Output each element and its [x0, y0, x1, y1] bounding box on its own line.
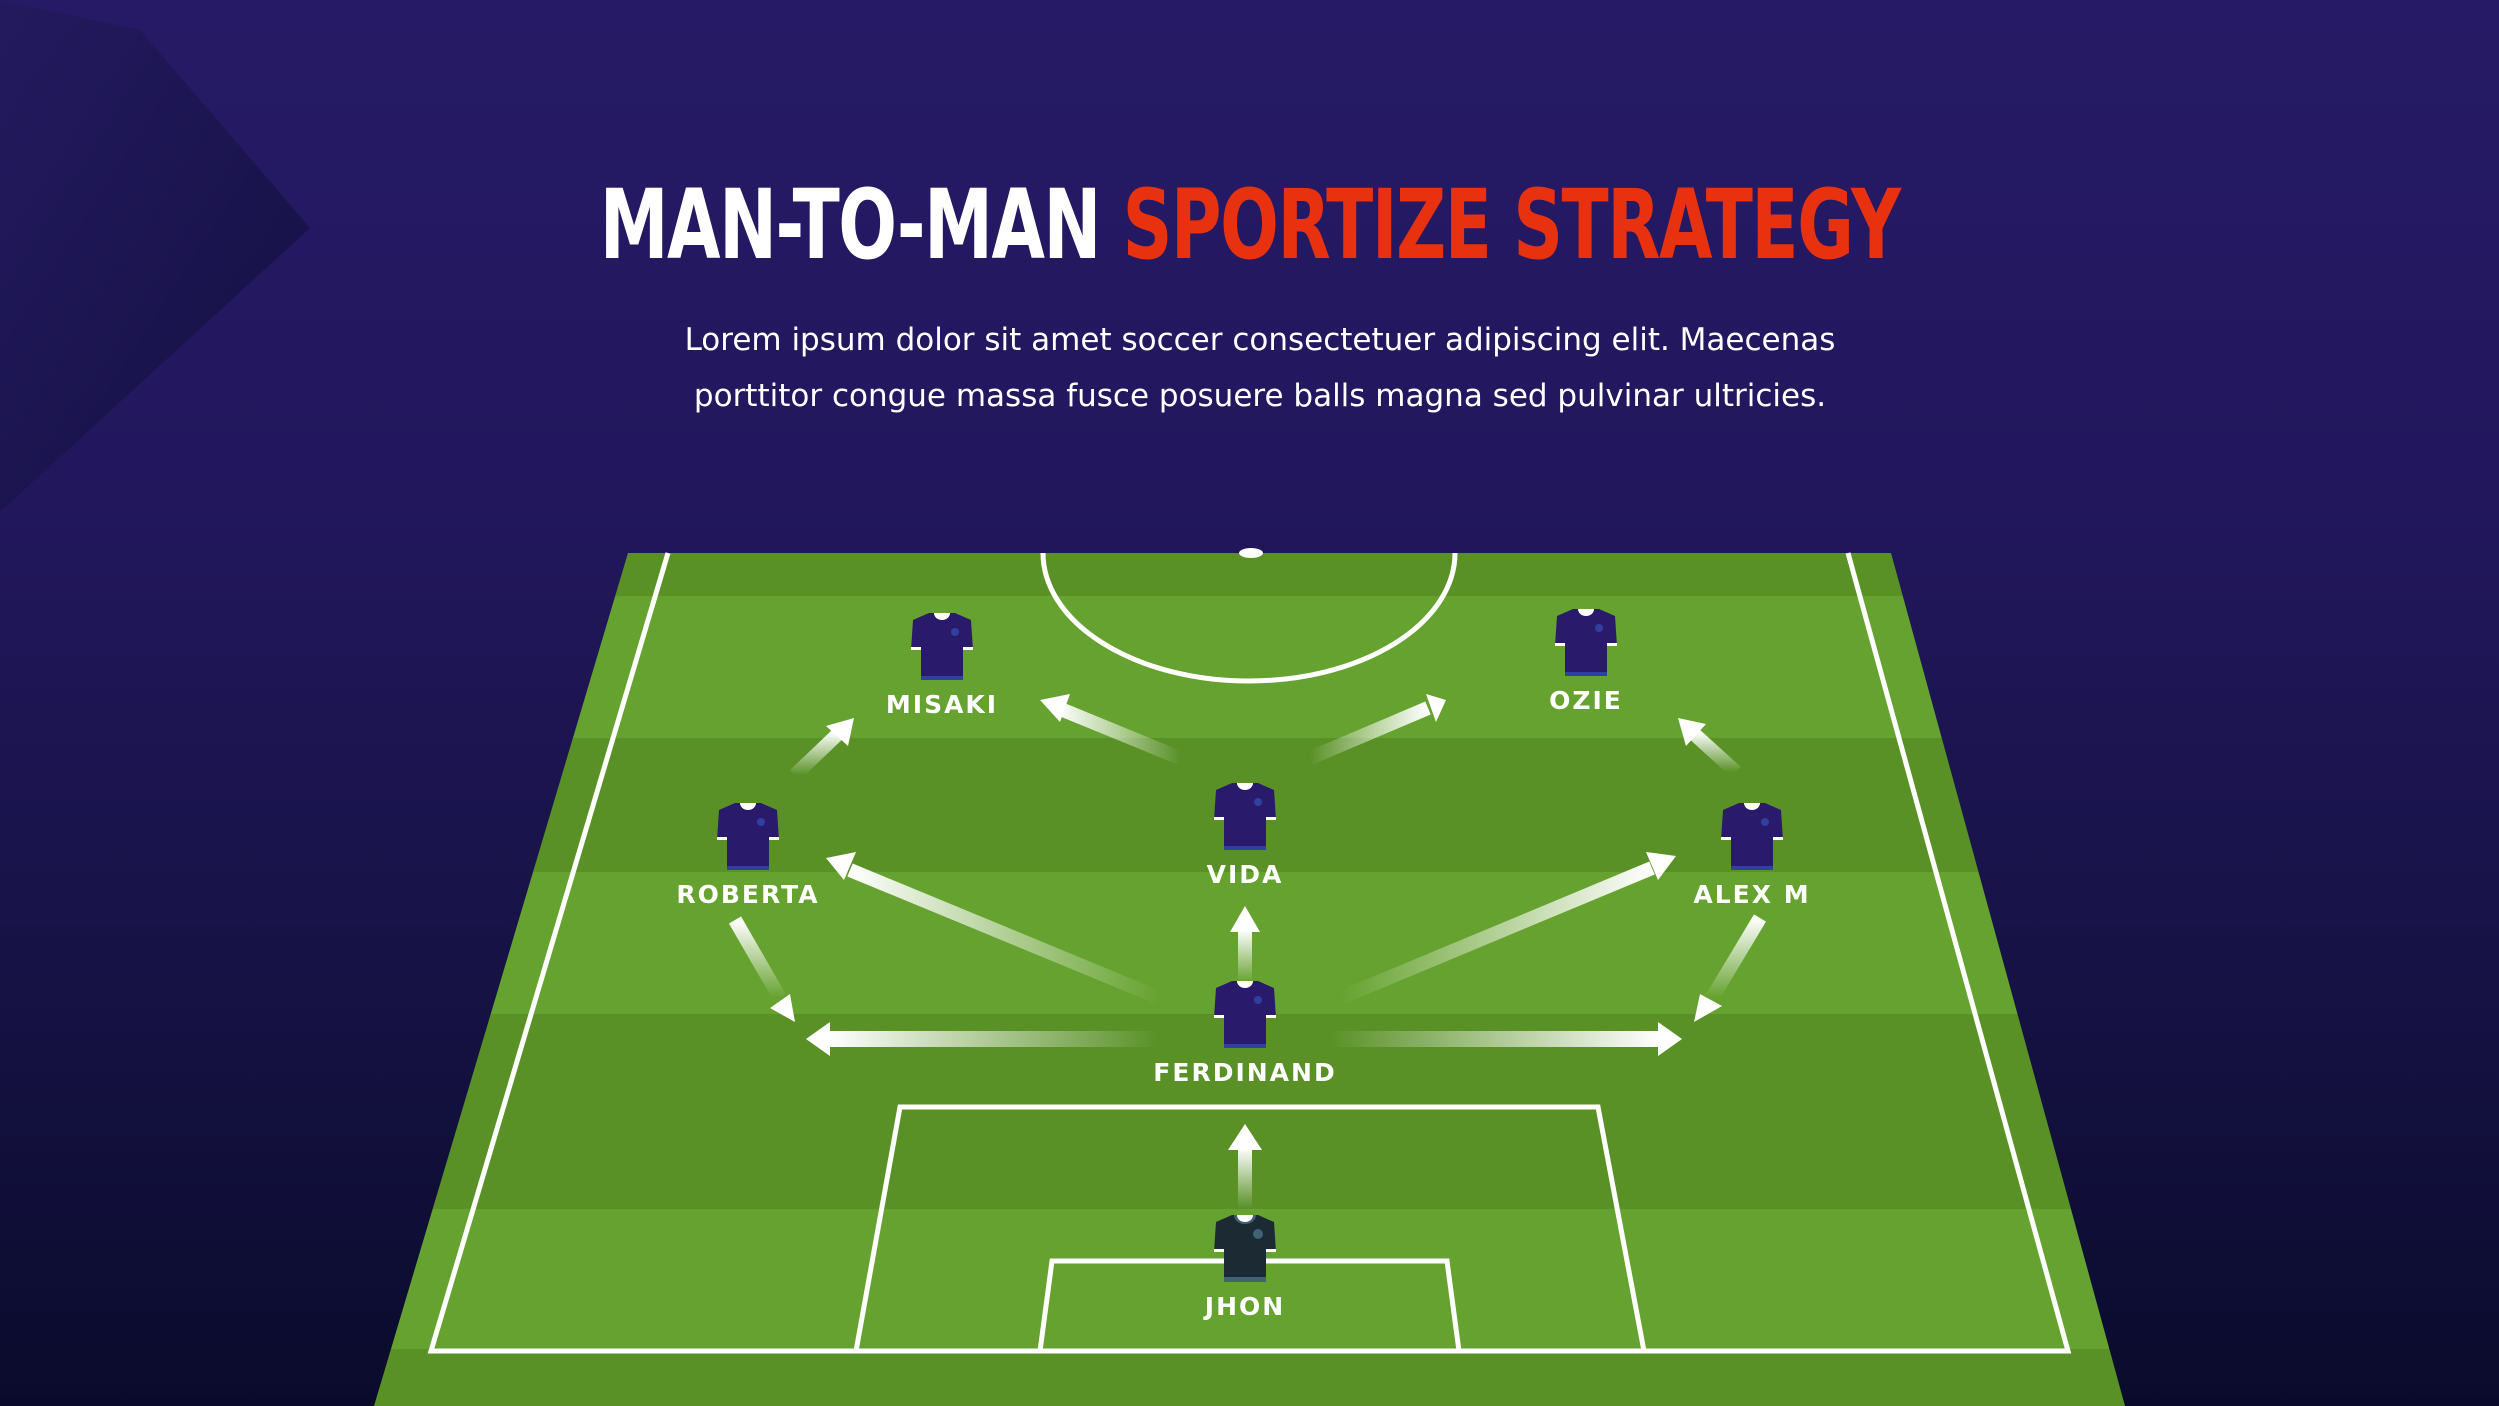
- jersey-icon: [911, 613, 973, 680]
- arrow-alex-ozie: [1678, 718, 1741, 778]
- arrow-jhon-ferdinand: [1228, 1124, 1262, 1208]
- title-part-2: SPORTIZE STRATEGY: [1122, 169, 1901, 281]
- page-title: MAN-TO-MAN SPORTIZE STRATEGY: [350, 168, 2149, 283]
- arrow-alex-down: [1694, 914, 1767, 1022]
- player-jhon-goalkeeper[interactable]: JHON: [1145, 1212, 1345, 1321]
- player-name: JHON: [1204, 1292, 1286, 1321]
- arrow-ferdinand-left: [806, 1022, 1158, 1056]
- arrow-roberta-down: [728, 916, 795, 1022]
- movement-arrows: [728, 694, 1767, 1208]
- player-alex-m[interactable]: ALEX M: [1652, 800, 1852, 909]
- jersey-icon: [1214, 981, 1276, 1048]
- jersey-icon: [1555, 609, 1617, 676]
- title-part-1: MAN-TO-MAN: [599, 169, 1102, 281]
- arrow-vida-ozie: [1307, 694, 1446, 765]
- jersey-icon: [1214, 783, 1276, 850]
- page-subtitle: Lorem ipsum dolor sit amet soccer consec…: [650, 312, 1870, 424]
- arrow-ferdinand-right: [1330, 1022, 1682, 1056]
- arrow-ferdinand-alex: [1337, 852, 1676, 1005]
- subtitle-line-2: porttitor congue massa fusce posuere bal…: [693, 378, 1827, 414]
- jersey-icon: [717, 803, 779, 870]
- arrow-roberta-misaki: [790, 718, 854, 781]
- player-name: ROBERTA: [676, 880, 820, 909]
- player-ferdinand[interactable]: FERDINAND: [1145, 978, 1345, 1087]
- goalkeeper-jersey-icon: [1214, 1215, 1276, 1282]
- pitch-lines: [427, 552, 2072, 1354]
- arrow-ferdinand-vida: [1230, 906, 1260, 982]
- player-name: MISAKI: [885, 690, 999, 719]
- player-name: VIDA: [1206, 860, 1284, 889]
- arrow-vida-misaki: [1040, 694, 1183, 765]
- player-ozie[interactable]: OZIE: [1486, 606, 1686, 715]
- player-misaki[interactable]: MISAKI: [842, 610, 1042, 719]
- player-roberta[interactable]: ROBERTA: [648, 800, 848, 909]
- player-name: OZIE: [1549, 686, 1623, 715]
- player-name: ALEX M: [1693, 880, 1811, 909]
- subtitle-line-1: Lorem ipsum dolor sit amet soccer consec…: [684, 322, 1836, 358]
- arrow-ferdinand-roberta: [826, 852, 1163, 1005]
- jersey-icon: [1721, 803, 1783, 870]
- player-name: FERDINAND: [1153, 1058, 1337, 1087]
- player-vida[interactable]: VIDA: [1145, 780, 1345, 889]
